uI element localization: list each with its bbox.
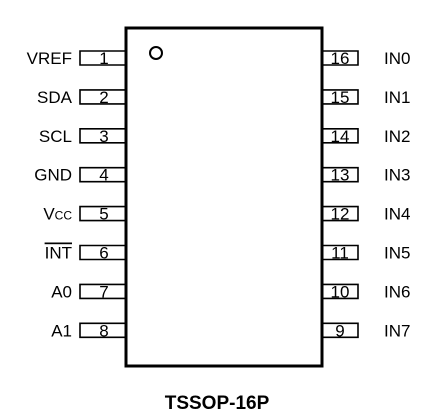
pin-lead bbox=[322, 244, 359, 261]
pin-2: 2 SDA bbox=[37, 88, 126, 107]
pin-lead bbox=[79, 50, 126, 66]
pin-10: 10 IN6 bbox=[322, 282, 410, 301]
pin-number: 7 bbox=[99, 282, 108, 301]
chip-body bbox=[124, 26, 324, 368]
pin-number: 9 bbox=[335, 321, 344, 340]
pin-lead bbox=[79, 322, 126, 339]
pin-label: GND bbox=[34, 166, 72, 185]
pin-12: 12 IN4 bbox=[322, 205, 410, 224]
pin-lead bbox=[79, 205, 126, 222]
pin-label: IN7 bbox=[384, 321, 410, 340]
pin-13: 13 IN3 bbox=[322, 166, 410, 185]
pin-label: IN4 bbox=[384, 205, 410, 224]
pin-5: 5 VCC bbox=[43, 205, 126, 224]
pin-number: 11 bbox=[331, 244, 349, 263]
pin1-indicator-dot bbox=[149, 46, 163, 60]
pin-label: VCC bbox=[43, 205, 72, 224]
pin-number: 14 bbox=[331, 127, 350, 146]
pin-lead bbox=[79, 89, 126, 105]
pin-4: 4 GND bbox=[34, 166, 126, 185]
package-name: TSSOP-16P bbox=[165, 393, 270, 414]
pin-label: IN6 bbox=[384, 282, 410, 301]
pin-label: A0 bbox=[51, 282, 72, 301]
pin-15: 15 IN1 bbox=[322, 88, 410, 107]
pin-8: 8 A1 bbox=[51, 321, 126, 340]
pin-label: IN3 bbox=[384, 166, 410, 185]
pin-6: 6 INT bbox=[45, 244, 126, 263]
pin-number: 13 bbox=[331, 166, 350, 185]
pin-label: IN1 bbox=[384, 88, 410, 107]
pin-number: 4 bbox=[99, 166, 108, 185]
pin-number: 2 bbox=[99, 88, 108, 107]
pin-lead bbox=[322, 128, 359, 144]
pin-label: A1 bbox=[51, 321, 72, 340]
pin-3: 3 SCL bbox=[39, 127, 126, 146]
left-pin-group: 1 VREF 2 SDA 3 SCL 4 GND 5 VCC 6 INT 7 A0 8 A1 bbox=[27, 49, 126, 340]
pin-label: INT bbox=[45, 244, 72, 263]
pin-number: 3 bbox=[99, 127, 108, 146]
pin-1: 1 VREF bbox=[27, 49, 126, 68]
pin-label: IN0 bbox=[384, 49, 410, 68]
pin-16: 16 IN0 bbox=[322, 49, 410, 68]
pin-number: 6 bbox=[99, 244, 108, 263]
right-pin-group: 16 IN0 15 IN1 14 IN2 13 IN3 12 IN4 11 IN5 10 IN6 9 IN7 bbox=[322, 49, 410, 340]
pin-label: SDA bbox=[37, 88, 73, 107]
pin-label: VREF bbox=[27, 49, 72, 68]
pin-label: IN5 bbox=[384, 244, 410, 263]
pin-label: IN2 bbox=[384, 127, 410, 146]
pin-lead bbox=[322, 322, 359, 339]
pin-lead bbox=[322, 283, 359, 300]
pin-number: 16 bbox=[331, 49, 350, 68]
pin-lead bbox=[322, 205, 359, 222]
pin-number: 12 bbox=[331, 205, 350, 224]
pin-lead bbox=[79, 283, 126, 300]
pin-number: 1 bbox=[99, 49, 108, 68]
pin-number: 8 bbox=[99, 321, 108, 340]
pin-11: 11 IN5 bbox=[322, 244, 410, 263]
pin-9: 9 IN7 bbox=[322, 321, 410, 340]
pin-number: 5 bbox=[99, 205, 108, 224]
pin-label: SCL bbox=[39, 127, 72, 146]
pin-lead bbox=[322, 166, 359, 183]
pin-lead bbox=[322, 50, 359, 66]
pin-7: 7 A0 bbox=[51, 282, 126, 301]
pin-14: 14 IN2 bbox=[322, 127, 410, 146]
pin-number: 10 bbox=[331, 282, 350, 301]
pin-lead bbox=[79, 128, 126, 144]
pin-lead bbox=[322, 89, 359, 105]
pin-number: 15 bbox=[331, 88, 350, 107]
pin-lead bbox=[79, 166, 126, 183]
pin-lead bbox=[79, 244, 126, 261]
